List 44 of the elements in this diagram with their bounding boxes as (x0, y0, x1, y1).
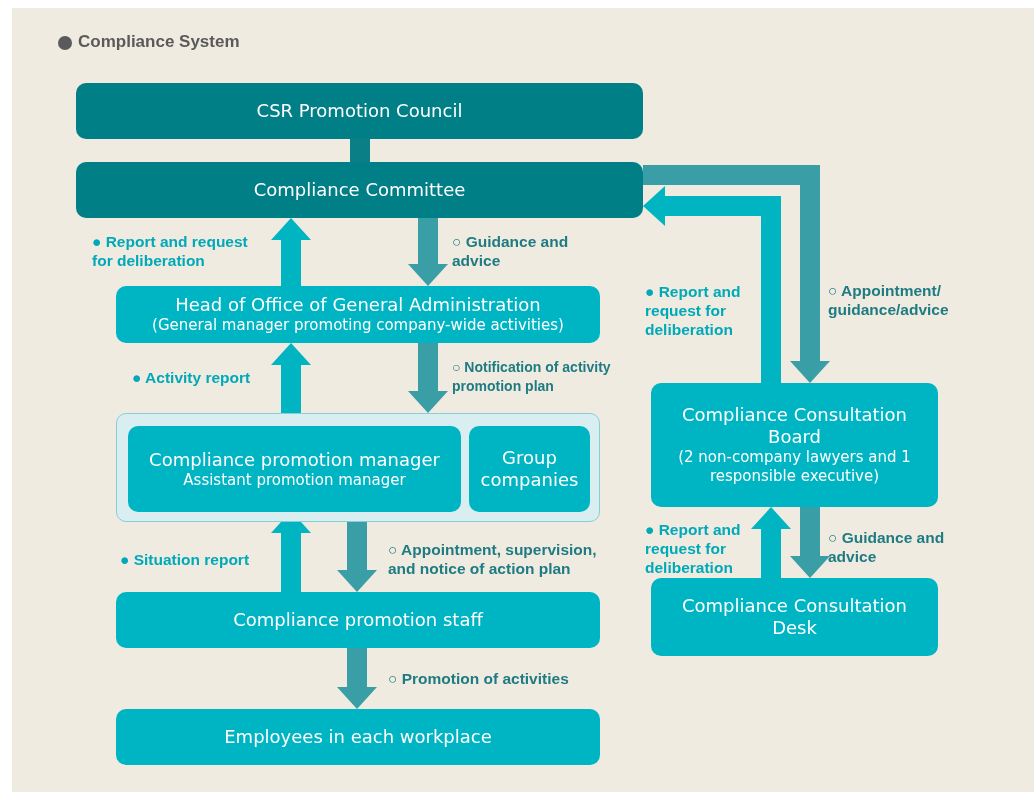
node-subtitle: (2 non-company lawyers and 1 responsible executive) (677, 448, 912, 486)
edge-label: ○ Appointment, supervision, and notice of action plan (388, 540, 598, 578)
edge-label: ○ Appointment/ guidance/advice (828, 281, 950, 319)
node-title: Head of Office of General Administration (175, 294, 541, 316)
node-subtitle: Assistant promotion manager (183, 470, 406, 490)
node-title: Compliance Consultation Board (681, 404, 908, 448)
block-arrow (408, 218, 448, 286)
committee-box (76, 162, 643, 218)
node-title: Compliance Committee (253, 179, 466, 201)
diagram-title: Compliance System (78, 32, 240, 52)
process-box (128, 426, 461, 512)
block-arrow (337, 648, 377, 709)
block-arrow (271, 343, 311, 413)
node-title: CSR Promotion Council (256, 100, 463, 122)
node-title: Employees in each workplace (224, 726, 492, 748)
edge-label: ○ Promotion of activities (388, 669, 570, 688)
block-arrow (643, 165, 830, 383)
edge-label: ● Report and request for deliberation (92, 232, 249, 270)
edge-label: ○ Guidance and advice (452, 232, 570, 270)
block-arrow (751, 507, 791, 578)
block-arrow (790, 507, 830, 578)
block-arrow (408, 343, 448, 413)
node-title: Compliance Consultation Desk (681, 595, 908, 639)
edge-label: ○ Notification of activity promotion plan (452, 358, 612, 396)
council-box (76, 83, 643, 139)
edge-label: ● Situation report (120, 550, 251, 569)
process-box (116, 286, 600, 343)
node-title: Compliance promotion manager (149, 448, 440, 471)
process-box (469, 426, 590, 512)
group-panel (116, 413, 600, 522)
process-box (116, 709, 600, 765)
block-arrow (271, 218, 311, 286)
node-title: Group companies (479, 447, 580, 491)
connector-bar (350, 139, 370, 162)
board-box (651, 383, 938, 507)
process-box (116, 592, 600, 648)
edge-label: ○ Guidance and advice (828, 528, 946, 566)
node-subtitle: (General manager promoting company-wide activities) (152, 316, 564, 335)
edge-label: ● Report and request for deliberation (645, 520, 742, 577)
desk-box (651, 578, 938, 656)
node-title: Compliance promotion staff (233, 609, 483, 631)
block-arrow (643, 186, 781, 383)
edge-label: ● Report and request for deliberation (645, 282, 742, 339)
edge-label: ● Activity report (132, 368, 252, 387)
